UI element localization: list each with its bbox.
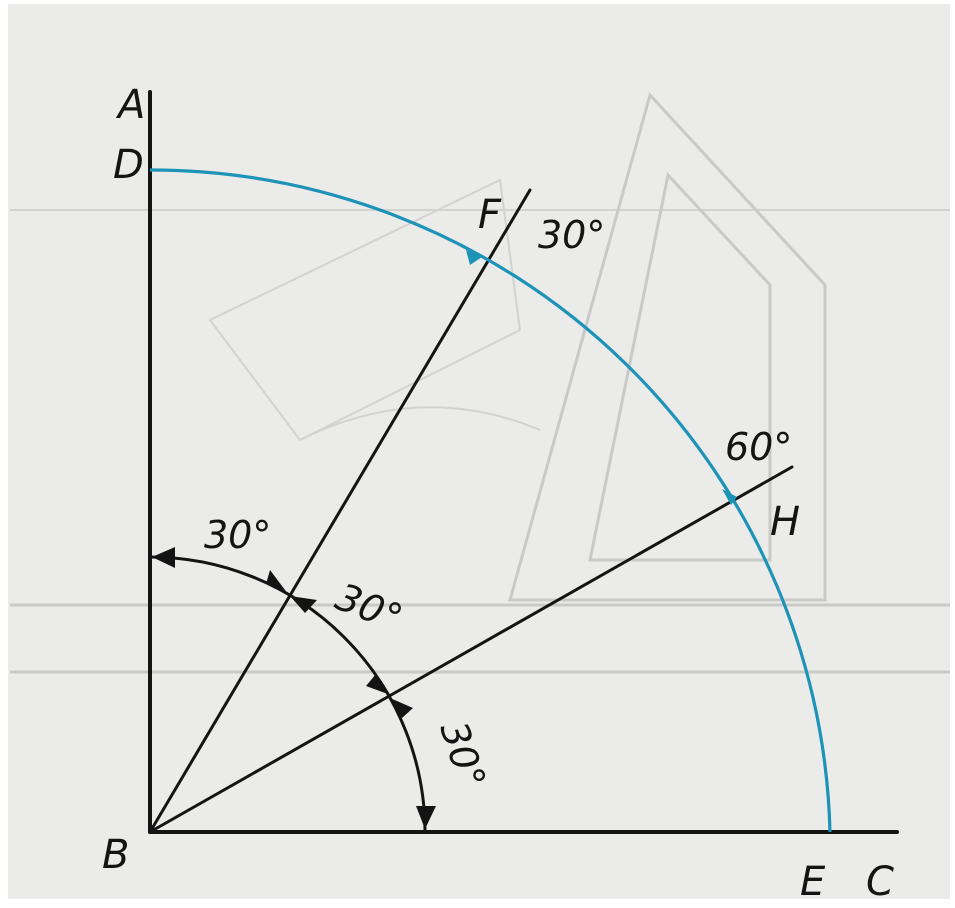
angle-arrow-start — [152, 547, 175, 568]
label-d: D — [113, 142, 144, 188]
label-e: E — [800, 859, 826, 905]
label-h: H — [770, 499, 800, 545]
label-b: B — [102, 832, 129, 878]
angle-label-arc-1: 30° — [204, 513, 271, 557]
set-square-outer — [508, 91, 827, 602]
arc-angle-division — [148, 555, 427, 834]
arc-arrow-f — [466, 250, 482, 265]
arc-arrow-h — [722, 489, 737, 505]
angle-arrow-end — [416, 806, 436, 829]
paper-background — [8, 4, 950, 899]
angle-arrow-h-out — [390, 698, 413, 718]
line-bf — [148, 188, 532, 834]
faint-arc-sketch — [299, 406, 541, 441]
faint-shape — [208, 178, 522, 442]
label-a: A — [115, 82, 145, 128]
angle-arrow-f-out — [290, 596, 317, 613]
label-c: C — [866, 859, 894, 905]
set-square-inner — [588, 171, 772, 562]
arc-de — [149, 168, 832, 833]
line-bh — [148, 465, 794, 834]
angle-label-h: 60° — [725, 425, 792, 469]
label-f: F — [478, 192, 502, 238]
angle-label-f: 30° — [538, 213, 605, 257]
angle-arrow-h-in — [366, 674, 388, 694]
background-sketch — [10, 91, 950, 674]
angle-arrow-f-in — [266, 570, 288, 594]
